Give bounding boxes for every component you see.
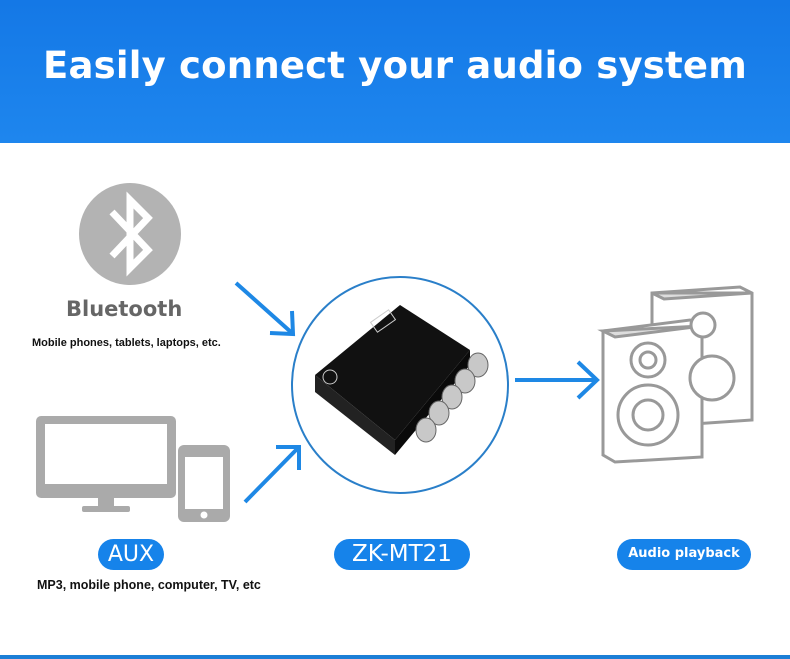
phone-icon (178, 445, 230, 522)
speakers-icon (597, 285, 754, 464)
aux-caption: MP3, mobile phone, computer, TV, etc (37, 578, 261, 592)
bluetooth-icon (79, 183, 181, 285)
monitor-icon (36, 416, 176, 512)
product-label: ZK-MT21 (334, 539, 470, 570)
arrow-board-to-speakers (515, 360, 600, 400)
header-banner: Easily connect your audio system (0, 0, 790, 143)
bottom-border (0, 655, 790, 659)
page-title: Easily connect your audio system (43, 44, 747, 87)
amplifier-board-image (291, 276, 509, 494)
bluetooth-caption: Mobile phones, tablets, laptops, etc. (32, 337, 221, 349)
audio-playback-label: Audio playback (617, 539, 751, 570)
aux-label: AUX (98, 539, 164, 570)
arrow-aux-to-board (243, 445, 301, 504)
arrow-bluetooth-to-board (234, 281, 296, 337)
bluetooth-label: Bluetooth (66, 297, 183, 321)
